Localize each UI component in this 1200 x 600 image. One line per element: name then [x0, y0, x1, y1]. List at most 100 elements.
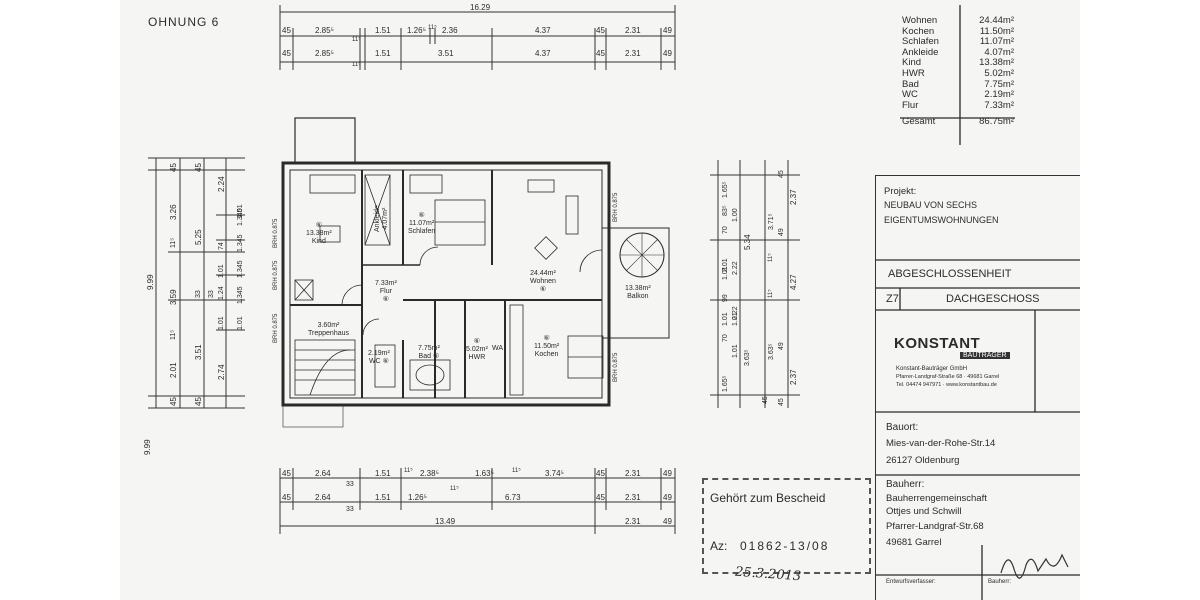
dim-bot2-7: 45: [596, 493, 605, 502]
drawing-sheet: OHNUNG 6: [120, 0, 1080, 600]
geschoss-label: DACHGESCHOSS: [946, 293, 1040, 305]
dim-top1-8: 45: [596, 26, 605, 35]
dim-right1-1: 83⁵: [722, 205, 729, 216]
dim-left1-5: 2.01: [169, 362, 178, 378]
dim-left3-9: 2.74: [217, 364, 226, 380]
entwurf-label: Entwurfsverfasser:: [886, 579, 936, 585]
bauort-label: Bauort:: [886, 422, 919, 433]
dim-top2-4: 3.51: [438, 49, 454, 58]
dim-bot-total-b: 2.31: [625, 517, 641, 526]
dim-top1-6: 2.36: [442, 26, 458, 35]
dim-right1-6: 70: [722, 334, 729, 342]
dim-right4-4: 45: [778, 398, 785, 406]
dim-left3-4: 1.01: [218, 316, 225, 330]
abgeschlossenheit-label: ABGESCHLOSSENHEIT: [888, 268, 1012, 280]
dim-top2-7: 2.31: [625, 49, 641, 58]
dim-left2-3: 3.51: [194, 344, 203, 360]
dim-left-total-label: 9.99: [146, 274, 155, 290]
bauherr-label: Bauherr:: [886, 479, 925, 490]
dim-bot2-8: 2.31: [625, 493, 641, 502]
dim-bot2-3: 1.51: [375, 493, 391, 502]
dim-top1-0: 45: [282, 26, 291, 35]
dim-right3-1: 11⁵: [768, 253, 774, 262]
dim-top1-5: 11⁵: [428, 25, 437, 31]
bauort-line1: Mies-van-der-Rohe-Str.14: [886, 438, 996, 449]
company-sub: BAUTRÄGER: [960, 352, 1010, 359]
dim-bot2-1: 2.64: [315, 493, 331, 502]
dim-right2-4: 1.01: [732, 344, 739, 358]
dim-left1-3: 3.59: [169, 289, 178, 305]
dim-right4-3: 49: [778, 342, 785, 350]
dim-left2-2: 33: [195, 290, 202, 298]
dim-left3b-1: 33: [208, 290, 215, 298]
dim-right5-1: 4.27: [789, 274, 798, 290]
company-address: Pfarrer-Landgraf-Straße 68 · 49681 Garre…: [896, 374, 1000, 380]
dim-right1-2: 70: [722, 226, 729, 234]
dim-left2-0: 45: [194, 163, 203, 172]
bauort-line2: 26127 Oldenburg: [886, 455, 960, 466]
dim-top1-1: 2.85⁵: [315, 26, 334, 35]
company-name: Konstant-Bauträger GmbH: [896, 366, 968, 372]
dim-left3-3: 1.01: [218, 264, 225, 278]
z-code: Z7: [886, 293, 899, 305]
dim-right1-0: 1.65⁵: [722, 181, 729, 198]
bauherr-line4: 49681 Garrel: [886, 537, 942, 548]
dim-left1-0: 45: [169, 163, 178, 172]
dim-bot2-9: 49: [663, 493, 672, 502]
dim-bot1-11: 49: [663, 469, 672, 478]
room-wa-label: WA: [492, 345, 504, 352]
dim-left3-7: 1.345: [237, 286, 244, 304]
dim-bot1-10: 2.31: [625, 469, 641, 478]
stamp-az-label: Az:: [710, 539, 728, 553]
dim-bot1-8: 3.74⁵: [545, 469, 564, 478]
dim-bot1-5: 2.38⁵: [420, 469, 439, 478]
dim-bot1-6: 1.63⁵: [475, 469, 494, 478]
brh-label: BRH 0.875: [273, 313, 279, 343]
brh-label: BRH 0.875: [273, 218, 279, 248]
dim-bot1-9: 45: [596, 469, 605, 478]
bauherr-line2: Ottjes und Schwill: [886, 506, 962, 517]
dim-right2-1: 5.34: [743, 234, 752, 250]
dim-top1-7: 4.37: [535, 26, 551, 35]
dim-right4-1: 49: [778, 228, 785, 236]
company-logo: KONSTANT: [894, 335, 981, 352]
dim-top1-10: 49: [663, 26, 672, 35]
dim-top1-2: 11⁵: [352, 37, 361, 43]
dim-left3-2: 1.345: [237, 234, 244, 252]
dim-right1-7: 1.01: [722, 312, 729, 326]
dim-left1-4: 11⁵: [170, 329, 177, 340]
dim-right4-0: 45: [778, 170, 785, 178]
dim-bot1-0: 45: [282, 469, 291, 478]
dim-bot2-2: 33: [346, 506, 354, 513]
dim-right2-0: 1.00: [732, 208, 739, 222]
stamp-az-value: 01862-13/08: [740, 539, 830, 553]
dim-bot2-0: 45: [282, 493, 291, 502]
dim-right5-2: 2.37: [789, 369, 798, 385]
dim-bot-total-a: 13.49: [435, 517, 456, 526]
signature-mark: [1000, 553, 1069, 579]
dim-left3-0: 2.24: [217, 176, 226, 192]
dim-left1-1: 3.26: [169, 204, 178, 220]
dim-right2-3: 2.22: [732, 306, 739, 320]
bauherr-line3: Pfarrer-Landgraf-Str.68: [886, 521, 984, 532]
dim-bot1-1: 2.64: [315, 469, 331, 478]
dim-left1-6: 45: [169, 397, 178, 406]
bauherr-signature-label: Bauherr:: [988, 579, 1012, 585]
approval-stamp: Gehört zum Bescheid Az: 01862-13/08: [702, 478, 871, 574]
dim-right3-3: 3.63⁵: [768, 343, 775, 360]
dim-top2-3: 1.51: [375, 49, 391, 58]
dim-left3-6: 1.345: [237, 260, 244, 278]
